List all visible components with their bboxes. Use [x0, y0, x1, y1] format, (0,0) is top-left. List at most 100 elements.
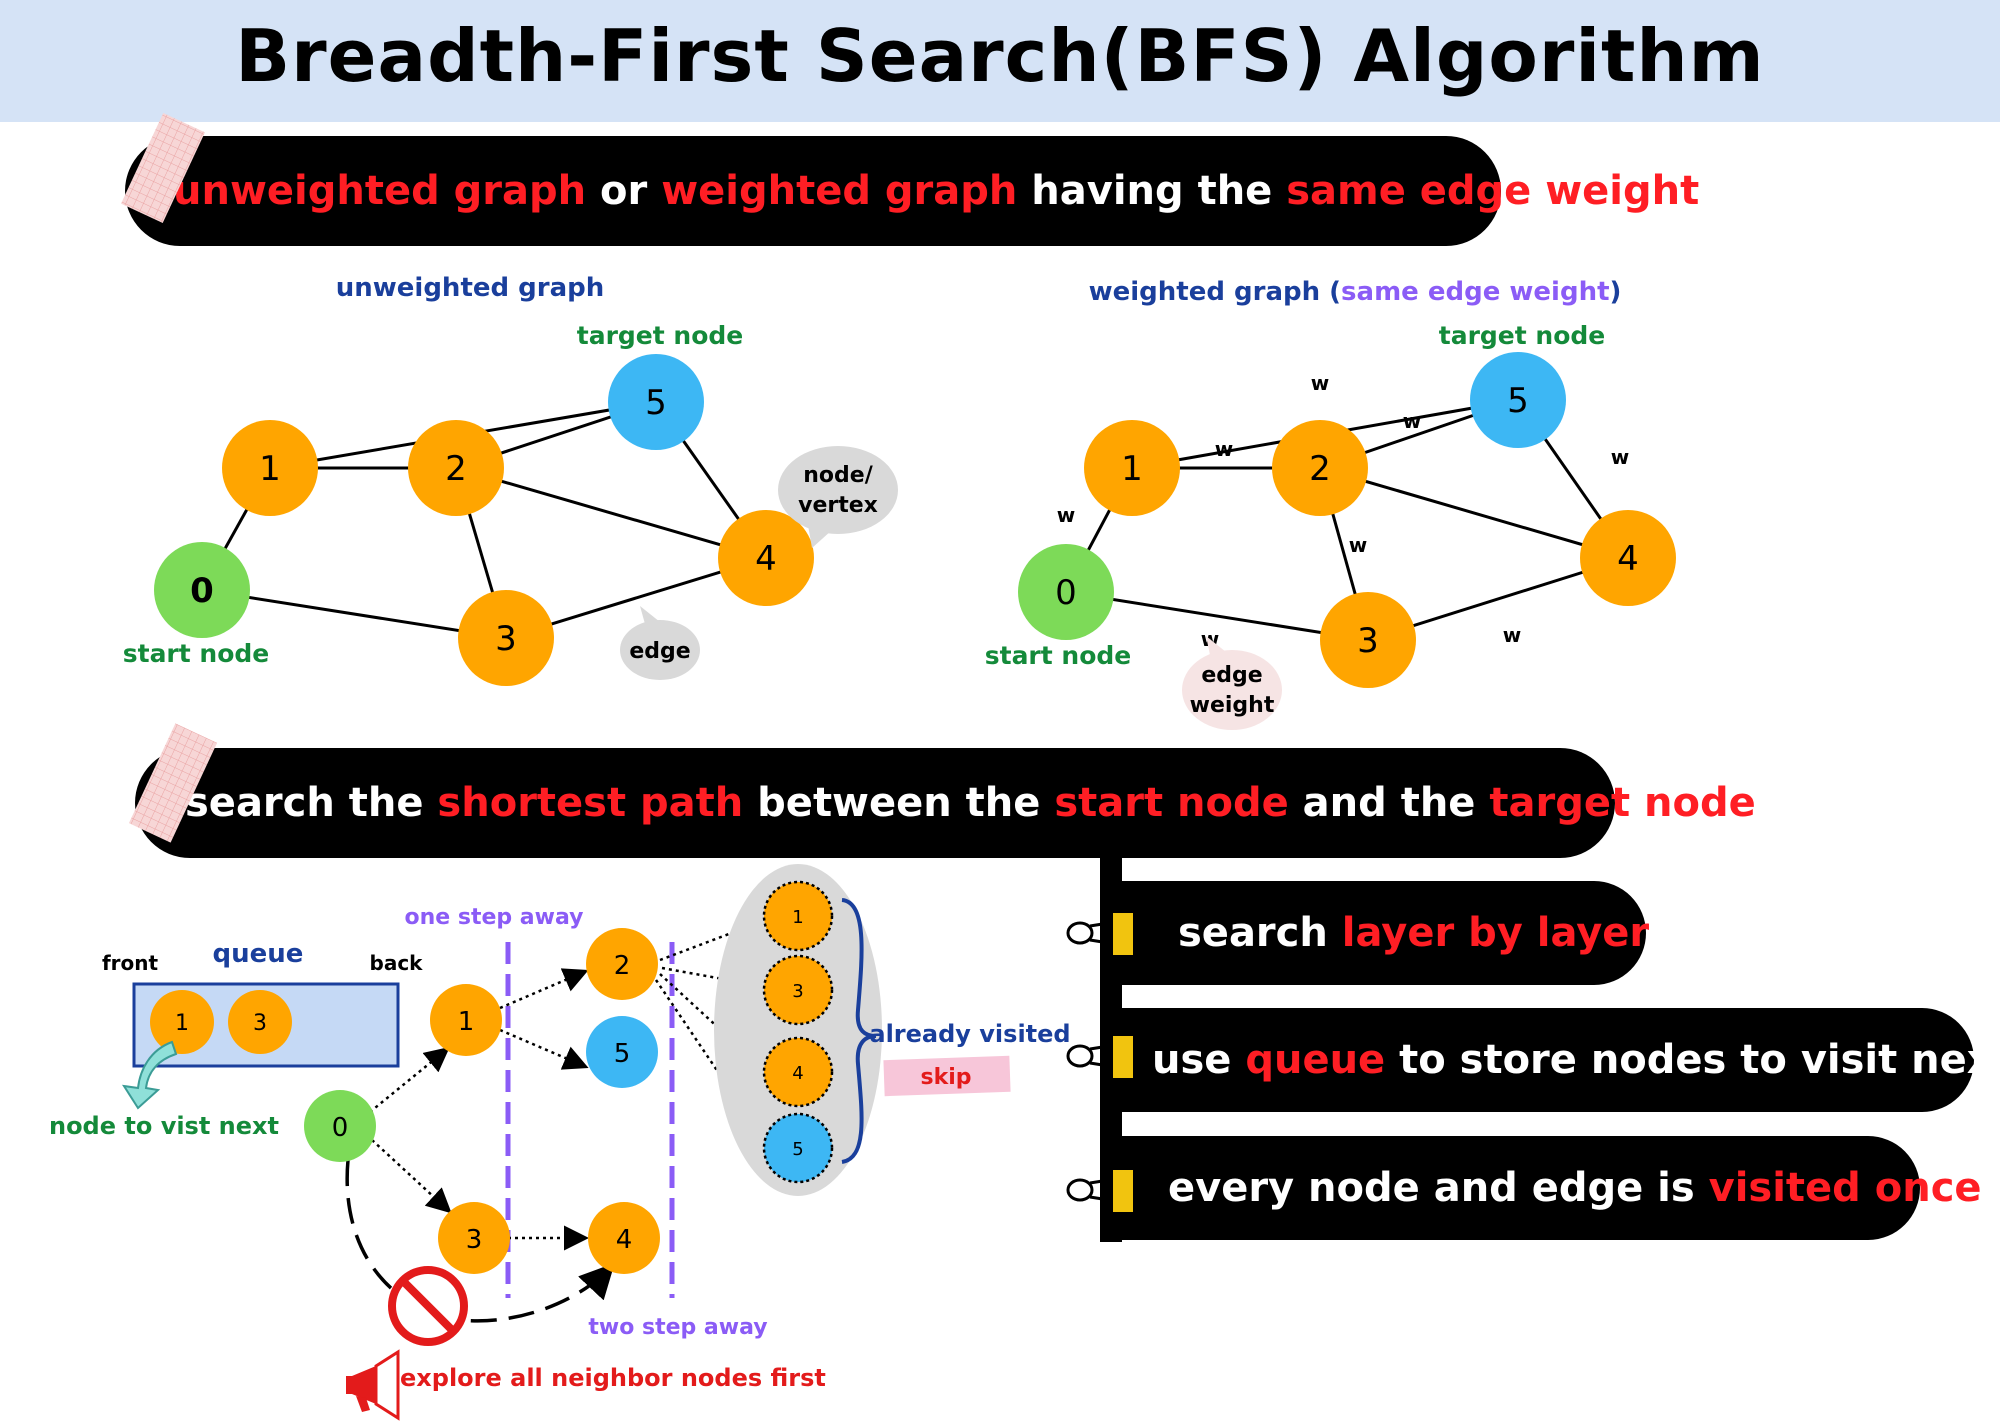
visited-node-1-label: 1	[792, 907, 803, 928]
binder-clip-1	[1066, 911, 1135, 957]
visited-brace	[841, 898, 877, 1164]
side-layer-by-layer: search layer by layer	[1118, 881, 1650, 985]
graph1-start-label: start node	[123, 639, 270, 668]
weight-label-8: w	[1503, 623, 1521, 647]
already-visited-label: already visited	[869, 1020, 1070, 1048]
graph2-node-3: 3	[1320, 592, 1416, 688]
queue-item-2: 3	[228, 990, 292, 1054]
pill2-part4: start node	[1054, 780, 1289, 826]
graph2-node-1-label: 1	[1121, 449, 1143, 489]
bfs-node-4: 4	[588, 1202, 660, 1274]
queue-item-1: 1	[150, 990, 214, 1054]
bfs-dotted-edges	[369, 915, 771, 1251]
megaphone-icon	[346, 1349, 400, 1421]
graph1-node-3: 3	[458, 590, 554, 686]
graph2-node-4-label: 4	[1617, 539, 1639, 579]
graph2-node-0-label: 0	[1055, 573, 1077, 613]
binder-clip-3	[1066, 1168, 1135, 1214]
bfs-node-3: 3	[438, 1202, 510, 1274]
weight-label-2: w	[1215, 437, 1233, 461]
queue-item-2-label: 3	[253, 1011, 267, 1036]
header-band	[0, 0, 2000, 122]
weight-label-3: w	[1311, 371, 1329, 395]
graph1-node-4-label: 4	[755, 539, 777, 579]
graph2-title-a: weighted graph (	[1089, 277, 1341, 307]
bfs-node-4-label: 4	[616, 1225, 633, 1255]
binder-clip-2	[1066, 1034, 1135, 1080]
graph1-node-2-label: 2	[445, 449, 467, 489]
side1-part2: layer by layer	[1341, 910, 1650, 956]
graph2-title-c: )	[1610, 277, 1622, 307]
page-title: Breadth-First Search(BFS) Algorithm	[235, 14, 1765, 98]
node-vertex-callout: node/ vertex	[778, 446, 898, 548]
pill2-part3: between the	[743, 780, 1055, 826]
graph1-node-0: 0	[154, 542, 250, 638]
edge-weight-callout: edge weight	[1182, 636, 1282, 730]
visited-group-background	[714, 864, 882, 1196]
bfs-node-2: 2	[586, 928, 658, 1000]
graph1-target-label: target node	[577, 321, 743, 350]
side3-part1: every node and edge is	[1168, 1165, 1709, 1211]
node-callout-line1: node/	[803, 463, 873, 488]
graph1-node-5-label: 5	[645, 383, 667, 423]
queue-title: queue	[213, 939, 304, 969]
node-callout-line2: vertex	[798, 493, 878, 518]
pill1-part1: unweighted graph	[173, 168, 587, 214]
queue-front-label: front	[102, 951, 159, 975]
two-step-away-label: two step away	[588, 1315, 767, 1340]
graph2-title-b: same edge weight	[1341, 277, 1609, 307]
weight-label-6: w	[1349, 533, 1367, 557]
queue-item-1-label: 1	[175, 1011, 189, 1036]
bfs-node-0: 0	[304, 1090, 376, 1162]
graph2-node-3-label: 3	[1357, 621, 1379, 661]
bfs-node-1-label: 1	[458, 1007, 475, 1037]
side2-part3: to store nodes to visit next	[1385, 1037, 2000, 1083]
graph2-weights: w w w w w w w w	[1057, 371, 1629, 651]
pill1-part2: or	[586, 168, 662, 214]
visited-node-1: 1	[762, 880, 834, 952]
graph2-node-2-label: 2	[1309, 449, 1331, 489]
bfs-node-0-label: 0	[332, 1113, 349, 1143]
visited-node-5-label: 5	[792, 1139, 803, 1160]
side3-part2: visited once	[1708, 1165, 1982, 1211]
weight-label-4: w	[1403, 409, 1421, 433]
graph2-node-0: 0	[1018, 544, 1114, 640]
graph1-node-3-label: 3	[495, 619, 517, 659]
graph1-node-4: 4	[718, 510, 814, 606]
graph2-node-1: 1	[1084, 420, 1180, 516]
graph1-node-0-label: 0	[190, 571, 214, 611]
pill-graph-types: unweighted graph or weighted graph havin…	[125, 136, 1699, 246]
skip-highlight	[883, 1055, 1011, 1097]
queue-back-label: back	[370, 951, 424, 975]
bfs-node-5-label: 5	[614, 1039, 631, 1069]
side-use-queue: use queue to store nodes to visit next	[1118, 1008, 2000, 1112]
pill-shortest-path: search the shortest path between the sta…	[135, 748, 1756, 858]
pill2-part5: and the	[1288, 780, 1490, 826]
graph2-node-4: 4	[1580, 510, 1676, 606]
bfs-node-1: 1	[430, 984, 502, 1056]
graph1-title: unweighted graph	[336, 273, 605, 303]
pill1-part3: weighted graph	[661, 168, 1018, 214]
side2-part2: queue	[1245, 1037, 1386, 1083]
pill2-part6: target node	[1489, 780, 1756, 826]
graph2-title: weighted graph (same edge weight)	[1089, 277, 1622, 307]
pill1-part5: same edge weight	[1286, 168, 1700, 214]
graph2-start-label: start node	[985, 641, 1132, 670]
graph2-node-2: 2	[1272, 420, 1368, 516]
graph1-node-5: 5	[608, 354, 704, 450]
graph1-node-1: 1	[222, 420, 318, 516]
edge-callout: edge	[620, 606, 700, 680]
node-to-visit-next-label: node to vist next	[49, 1112, 279, 1140]
pill2-part2: shortest path	[437, 780, 744, 826]
one-step-away-label: one step away	[405, 905, 584, 930]
side1-part1: search	[1178, 910, 1342, 956]
weight-label-5: w	[1611, 445, 1629, 469]
explore-neighbors-label: explore all neighbor nodes first	[400, 1364, 826, 1392]
tape-decoration-2	[128, 723, 218, 843]
no-entry-icon	[388, 1266, 468, 1346]
graph1-node-2: 2	[408, 420, 504, 516]
bfs-node-3-label: 3	[466, 1225, 483, 1255]
visited-node-5: 5	[762, 1112, 834, 1184]
pill1-part4: having the	[1017, 168, 1287, 214]
